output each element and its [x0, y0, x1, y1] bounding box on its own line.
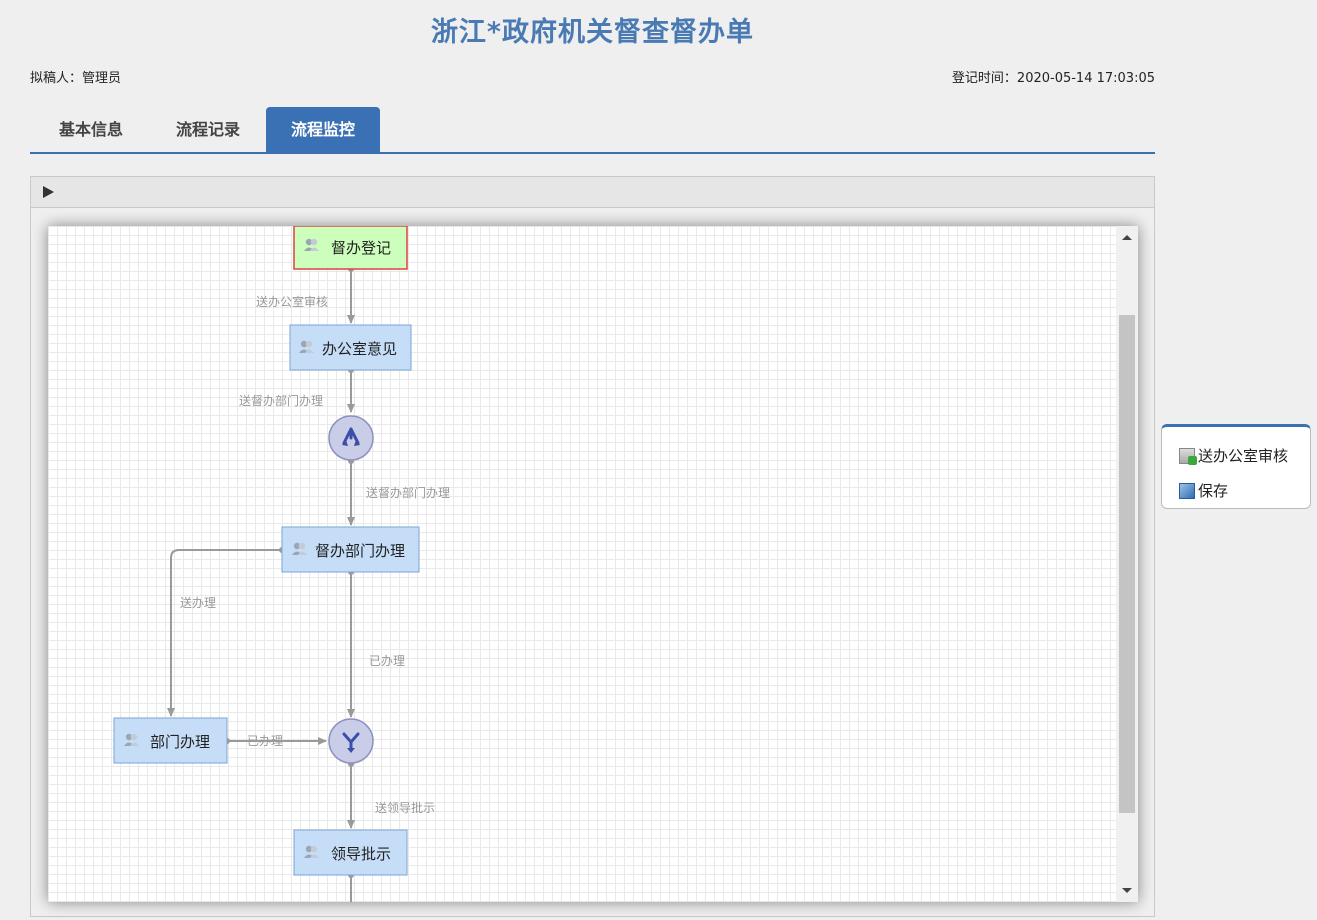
edge-label-handled: 已办理 [247, 733, 283, 748]
menu-item-label: 保存 [1198, 482, 1229, 500]
flow-node-supervise-register[interactable]: 督办登记 [293, 226, 408, 270]
tab-basic-info[interactable]: 基本信息 [58, 120, 123, 139]
node-label: 督办登记 [331, 239, 391, 257]
node-label: 督办部门办理 [315, 542, 405, 560]
scroll-up-arrow-icon[interactable] [1122, 235, 1132, 240]
page-title: 浙江*政府机关督查督办单 [430, 17, 755, 48]
edge-label-send-supervise-dept: 送督办部门办理 [239, 393, 323, 408]
scroll-thumb[interactable] [1119, 315, 1135, 813]
panel-toolbar [31, 177, 1154, 208]
vertical-scrollbar[interactable] [1116, 226, 1138, 902]
flow-gateway-join[interactable] [328, 718, 374, 764]
save-icon [1179, 483, 1195, 499]
flow-diagram: 送办公室审核 送督办部门办理 送督办部门办理 送办理 已办理 已办理 送领导批示… [113, 226, 450, 902]
flow-monitor-panel: 送办公室审核 送督办部门办理 送督办部门办理 送办理 已办理 已办理 送领导批示… [30, 176, 1155, 917]
play-icon[interactable] [43, 186, 54, 198]
menu-item-label: 送办公室审核 [1198, 447, 1289, 465]
fork-icon [342, 427, 360, 445]
flow-node-office-opinion[interactable]: 办公室意见 [289, 324, 412, 371]
edge-label-send-office-review: 送办公室审核 [256, 294, 328, 309]
drafter-label: 拟稿人：管理员 [30, 71, 122, 86]
edge-label-handled: 已办理 [369, 653, 405, 668]
flow-node-leader-instruction[interactable]: 领导批示 [293, 829, 408, 876]
save-button[interactable]: 保存 [1179, 479, 1228, 503]
send-document-icon [1179, 448, 1197, 465]
edge-label-send-handle: 送办理 [180, 595, 216, 610]
tab-flow-monitor[interactable]: 流程监控 [266, 107, 380, 152]
node-label: 办公室意见 [322, 340, 397, 358]
flow-node-dept-handle[interactable]: 部门办理 [113, 717, 228, 764]
node-label: 部门办理 [150, 733, 210, 751]
flow-canvas: 送办公室审核 送督办部门办理 送督办部门办理 送办理 已办理 已办理 送领导批示… [48, 226, 1138, 902]
node-label: 领导批示 [331, 845, 391, 863]
flow-gateway-fork[interactable] [328, 415, 374, 461]
tab-bar: 基本信息 流程记录 流程监控 [30, 107, 1155, 154]
grid-background [48, 226, 1116, 902]
register-time: 登记时间：2020-05-14 17:03:05 [951, 71, 1155, 86]
edge-label-send-supervise-dept: 送督办部门办理 [366, 485, 450, 500]
edge-line [167, 549, 282, 717]
send-office-review-button[interactable]: 送办公室审核 [1179, 444, 1288, 468]
scroll-down-arrow-icon[interactable] [1122, 888, 1132, 893]
action-menu: 送办公室审核 保存 [1161, 424, 1311, 509]
flow-node-supervise-dept-handle[interactable]: 督办部门办理 [281, 526, 420, 573]
tab-flow-records[interactable]: 流程记录 [175, 120, 240, 139]
edge-label-send-leader: 送领导批示 [375, 800, 435, 815]
